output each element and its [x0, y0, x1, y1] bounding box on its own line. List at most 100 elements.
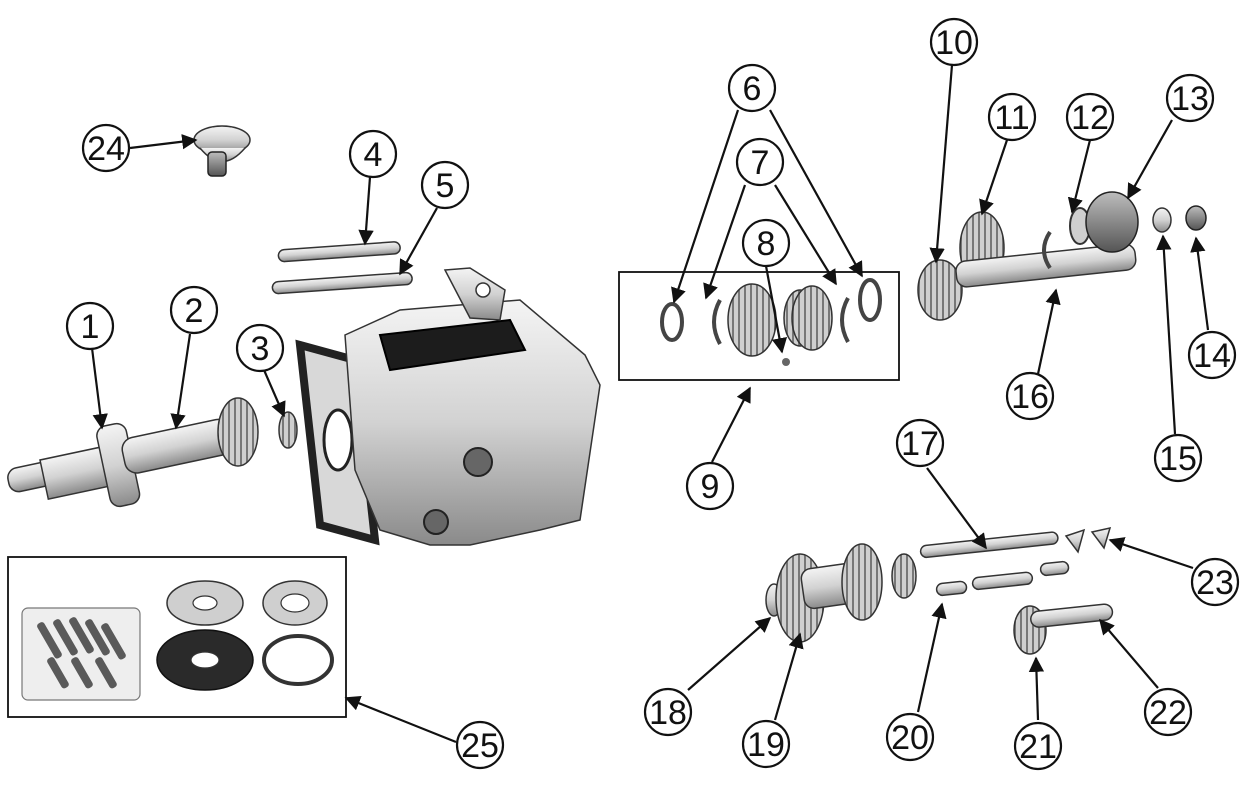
callout-number: 11 — [994, 99, 1029, 137]
callout-circle — [1165, 73, 1215, 123]
callout-circle — [455, 720, 505, 770]
leader-25 — [344, 695, 457, 744]
callout-1: 1 — [65, 301, 115, 351]
callout-10: 10 — [929, 17, 979, 67]
leader-13 — [1127, 119, 1173, 200]
callout-number: 21 — [1019, 728, 1057, 766]
leader-2 — [170, 333, 192, 430]
callout-21: 21 — [1013, 721, 1063, 771]
callout-25: 25 — [455, 720, 505, 770]
callout-number: 7 — [751, 144, 770, 182]
callout-4: 4 — [348, 129, 398, 179]
callout-number: 12 — [1071, 99, 1109, 137]
leader-6b — [769, 109, 863, 278]
callout-9: 9 — [685, 461, 735, 511]
callout-circle — [348, 129, 398, 179]
leader-11 — [979, 139, 1009, 216]
callout-number: 15 — [1159, 440, 1197, 478]
leader-12 — [1067, 139, 1092, 214]
callout-13: 13 — [1165, 73, 1215, 123]
leader-9 — [711, 386, 751, 463]
synchronizer-kit-box — [618, 271, 900, 381]
leader-19 — [773, 632, 804, 721]
callout-circle — [1153, 433, 1203, 483]
callout-number: 2 — [185, 292, 204, 330]
callout-number: 23 — [1196, 564, 1234, 602]
callout-number: 1 — [81, 308, 100, 346]
callout-number: 20 — [891, 719, 929, 757]
callout-number: 19 — [747, 726, 785, 764]
callout-circle — [1143, 687, 1193, 737]
callout-24: 24 — [81, 123, 131, 173]
callout-17: 17 — [895, 418, 945, 468]
callout-number: 10 — [935, 24, 973, 62]
callout-circle — [1065, 92, 1115, 142]
callout-18: 18 — [643, 687, 693, 737]
callout-circle — [929, 17, 979, 67]
small-parts-kit-box — [7, 556, 347, 718]
callout-circle — [1005, 371, 1055, 421]
callout-number: 13 — [1171, 80, 1209, 118]
leader-1 — [90, 347, 108, 430]
callout-circle — [1187, 330, 1237, 380]
leader-5 — [399, 207, 438, 276]
callout-number: 25 — [461, 727, 499, 765]
callout-2: 2 — [169, 285, 219, 335]
callout-6: 6 — [727, 63, 777, 113]
callout-circle — [735, 137, 785, 187]
callout-circle — [81, 123, 131, 173]
synchronizer-kit-part — [660, 278, 882, 366]
callout-number: 16 — [1011, 378, 1049, 416]
callout-number: 24 — [87, 130, 125, 168]
callout-circle — [895, 418, 945, 468]
callout-20: 20 — [885, 712, 935, 762]
callout-14: 14 — [1187, 330, 1237, 380]
countershaft-part — [765, 526, 1114, 655]
callout-circle — [65, 301, 115, 351]
callout-number: 5 — [436, 167, 455, 205]
leader-15 — [1156, 234, 1177, 435]
callout-23: 23 — [1190, 557, 1240, 607]
callout-number: 17 — [901, 425, 939, 463]
callout-circle — [885, 712, 935, 762]
callout-15: 15 — [1153, 433, 1203, 483]
leader-16 — [1036, 288, 1061, 375]
callout-number: 9 — [701, 468, 720, 506]
leader-22 — [1099, 618, 1159, 689]
callout-19: 19 — [741, 719, 791, 769]
leader-6a — [671, 109, 740, 304]
callout-number: 3 — [251, 330, 270, 368]
callout-circle — [420, 160, 470, 210]
callout-11: 11 — [987, 92, 1037, 142]
callout-8: 8 — [741, 218, 791, 268]
callout-12: 12 — [1065, 92, 1115, 142]
callout-number: 8 — [757, 225, 776, 263]
leader-8 — [764, 265, 788, 354]
leader-3 — [262, 369, 286, 418]
callout-number: 14 — [1193, 337, 1231, 375]
transmission-case-part — [344, 267, 601, 546]
leader-21 — [1028, 656, 1045, 721]
shift-rails-part — [271, 241, 413, 295]
callout-number: 6 — [743, 70, 762, 108]
leader-14 — [1190, 236, 1210, 331]
leader-24 — [129, 134, 198, 150]
callout-circle — [643, 687, 693, 737]
callout-5: 5 — [420, 160, 470, 210]
callout-7: 7 — [735, 137, 785, 187]
leader-17 — [926, 467, 987, 550]
leader-4 — [358, 176, 374, 246]
callout-circle — [169, 285, 219, 335]
callout-circle — [741, 719, 791, 769]
callout-number: 4 — [364, 136, 383, 174]
callout-number: 18 — [649, 694, 687, 732]
callout-circle — [1190, 557, 1240, 607]
callout-circle — [987, 92, 1037, 142]
callout-3: 3 — [235, 323, 285, 373]
callout-circle — [727, 63, 777, 113]
leader-7b — [774, 184, 837, 286]
parts-artwork — [7, 125, 1207, 701]
callout-circle — [741, 218, 791, 268]
